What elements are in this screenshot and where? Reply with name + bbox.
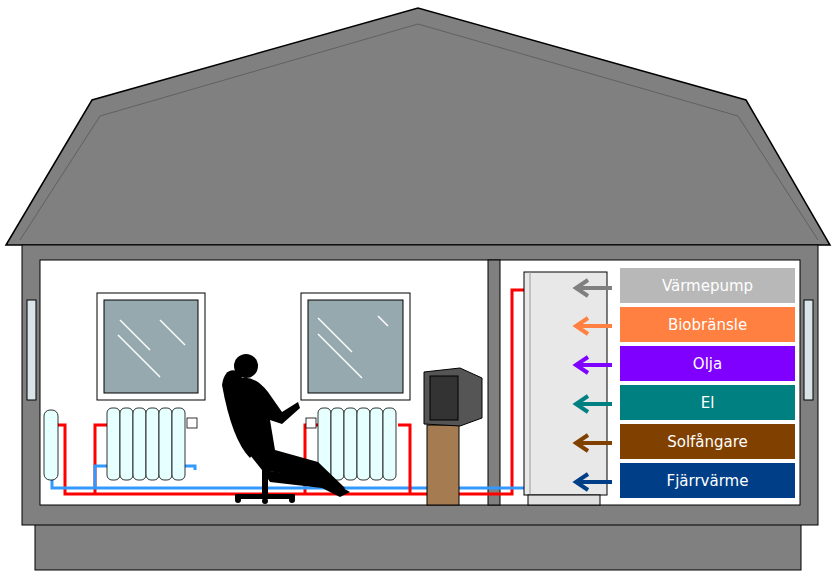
window xyxy=(301,293,410,400)
source-label: Värmepump xyxy=(662,277,753,295)
source-arrows xyxy=(576,280,612,490)
interior xyxy=(40,260,800,505)
energy-source-box: Solfångare xyxy=(620,424,795,459)
radiator xyxy=(44,410,58,480)
energy-source-box: El xyxy=(620,385,795,420)
source-label: El xyxy=(701,394,715,412)
window xyxy=(97,293,205,400)
energy-source-box: Värmepump xyxy=(620,268,795,303)
energy-source-box: Olja xyxy=(620,346,795,381)
person-silhouette xyxy=(222,354,350,504)
source-label: Solfångare xyxy=(667,433,748,451)
radiator xyxy=(107,408,197,480)
energy-source-box: Biobränsle xyxy=(620,307,795,342)
boiler xyxy=(524,272,607,505)
television xyxy=(424,368,482,505)
source-label: Fjärrvärme xyxy=(667,472,749,490)
partition-wall xyxy=(488,260,500,505)
energy-source-box: Fjärrvärme xyxy=(620,463,795,498)
wall-window xyxy=(804,300,813,400)
wall-window xyxy=(27,300,36,400)
roof-inner-line xyxy=(20,24,818,240)
source-label: Olja xyxy=(693,355,722,373)
foundation xyxy=(35,522,801,570)
roof xyxy=(6,8,830,245)
house-frame xyxy=(22,245,818,525)
source-label: Biobränsle xyxy=(668,316,747,334)
